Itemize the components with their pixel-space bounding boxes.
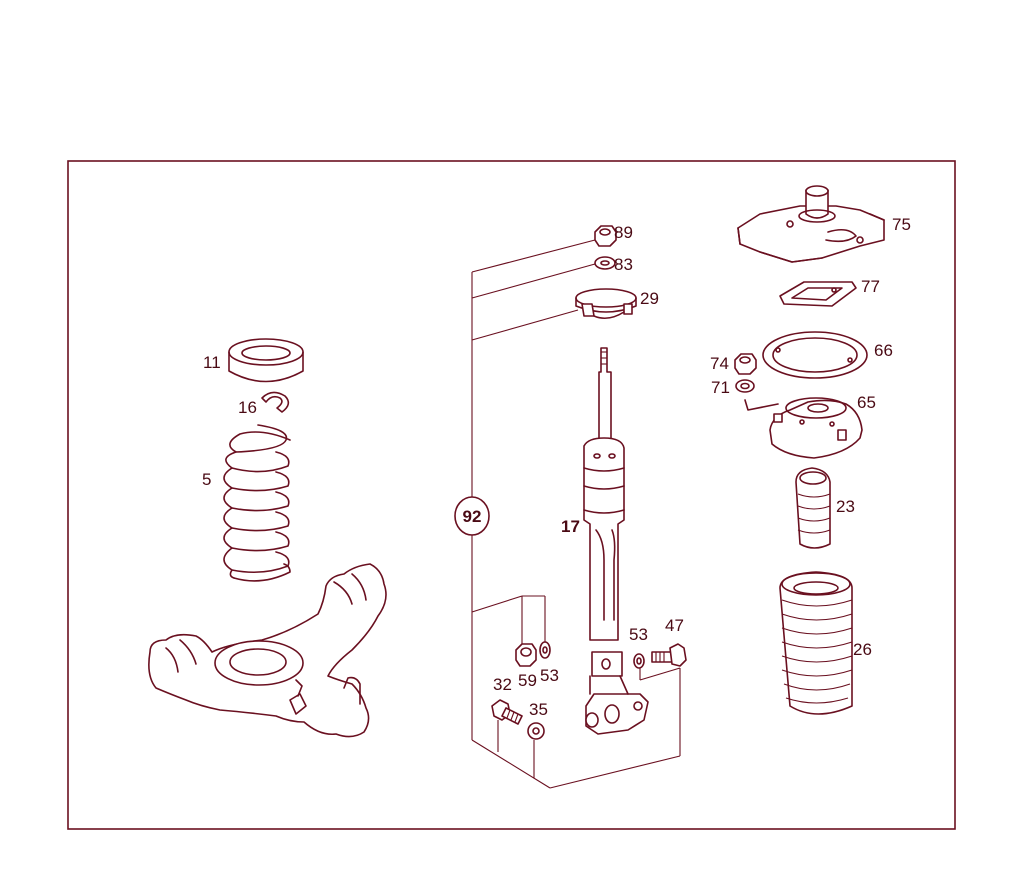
nut-89 [594, 225, 617, 247]
label-17: 17 [561, 517, 580, 536]
label-5: 5 [202, 470, 211, 489]
label-11: 11 [203, 353, 221, 372]
top-mount-75 [737, 185, 885, 263]
group-bracket-92 [471, 239, 681, 789]
label-23: 23 [836, 497, 855, 516]
spring-clip-16 [261, 391, 290, 413]
nut-74 [734, 353, 757, 375]
washer-35 [527, 722, 545, 740]
dust-boot-26 [779, 571, 853, 715]
label-59: 59 [518, 671, 537, 690]
label-29: 29 [640, 289, 659, 308]
label-71: 71 [711, 378, 730, 397]
label-53-upper: 53 [629, 625, 648, 644]
washer-83 [594, 256, 616, 270]
label-66: 66 [874, 341, 893, 360]
clamp-29 [575, 288, 637, 320]
plate-77 [779, 281, 857, 307]
group-callout-circle [454, 496, 490, 536]
label-74: 74 [710, 354, 729, 373]
spring-pad-11 [228, 338, 304, 383]
label-47: 47 [665, 616, 684, 635]
label-75: 75 [892, 215, 911, 234]
label-83: 83 [614, 255, 633, 274]
coil-spring-5 [223, 424, 291, 582]
label-65: 65 [857, 393, 876, 412]
strut-mount-65 [744, 397, 863, 459]
bolt-47 [651, 643, 687, 667]
bump-stop-23 [795, 467, 831, 549]
label-53-lower: 53 [540, 666, 559, 685]
washer-53-lower [539, 641, 551, 659]
nut-59 [515, 643, 537, 667]
control-arm [148, 563, 387, 738]
group-callout-label: 92 [463, 507, 482, 526]
label-77: 77 [861, 277, 880, 296]
washer-71 [735, 379, 755, 393]
label-16: 16 [238, 398, 257, 417]
gasket-66 [762, 331, 868, 379]
label-35: 35 [529, 700, 548, 719]
washer-53-upper [633, 653, 645, 669]
label-89: 89 [614, 223, 633, 242]
label-32: 32 [493, 675, 512, 694]
bolt-32 [491, 699, 523, 725]
diagram-frame [67, 160, 956, 830]
label-26: 26 [853, 640, 872, 659]
shock-strut-17 [583, 347, 649, 735]
